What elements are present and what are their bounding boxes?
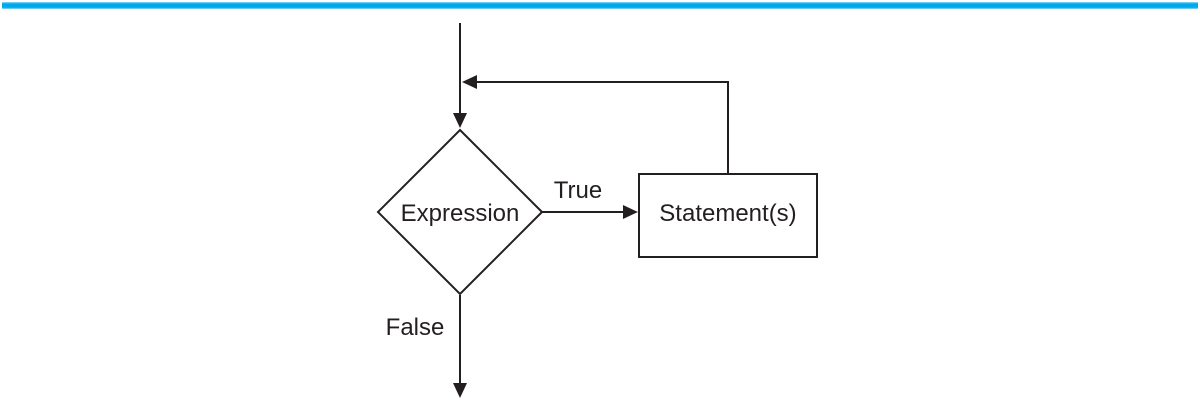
false-branch-arrow: [453, 295, 467, 398]
process-box: [638, 173, 818, 258]
top-accent-bar: [2, 2, 1198, 9]
false-branch-label: False: [386, 314, 445, 341]
decision-diamond: [376, 128, 544, 296]
true-arrowhead-right-icon: [623, 205, 638, 219]
loop-back-arrowhead-left-icon: [462, 75, 477, 89]
true-branch-arrow: [542, 205, 638, 219]
entry-arrowhead-down-icon: [453, 113, 467, 128]
false-arrowhead-down-icon: [453, 383, 467, 398]
process-label: Statement(s): [659, 200, 796, 227]
loop-back-arrow: [462, 75, 729, 174]
true-branch-label: True: [554, 177, 602, 204]
entry-arrow: [453, 23, 467, 128]
decision-label: Expression: [401, 200, 520, 227]
loop-back-line: [476, 81, 729, 174]
